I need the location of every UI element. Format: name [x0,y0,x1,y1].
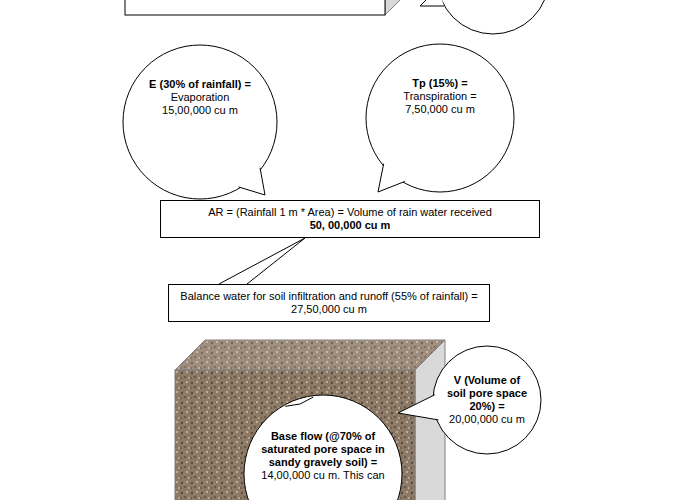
pore-space-bubble: V (Volume of soil pore space 20%) =20,00… [432,345,542,455]
top-bubble [420,0,549,34]
bubble-text: V (Volume of soil pore space 20%) =20,00… [443,374,531,426]
bubble-tail [378,164,405,192]
bubble-tail [239,168,265,195]
rainfall-box: AR = (Rainfall 1 m * Area) = Volume of r… [160,200,540,238]
body-text: 27,50,000 cu m [291,303,367,316]
balance-box: Balance water for soil infiltration and … [168,284,490,322]
transpiration-bubble: Tp (15%) =Transpiration =7,50,000 cu m [365,43,515,193]
heading-text: 50, 00,000 cu m [310,219,391,232]
bubble-circle [244,395,402,500]
bubble-tail [285,397,313,406]
heading-text: Tp (15%) = [381,77,499,90]
bubble-text: E (30% of rainfall) =Evaporation15,00,00… [138,78,262,117]
bubble-outline [122,44,278,200]
heading-text: V (Volume of soil pore space 20%) = [443,374,531,413]
base-flow-bubble: Base flow (@70% of saturated pore space … [243,394,403,500]
body-text: AR = (Rainfall 1 m * Area) = Volume of r… [208,206,492,219]
body-text: Evaporation [138,91,262,104]
bubble-circle [366,44,514,192]
heading-text: E (30% of rainfall) = [138,78,262,91]
bubble-tail [398,395,438,420]
body-text: Transpiration = [381,90,499,103]
body-text: 20,00,000 cu m [443,413,531,426]
bubble-outline [365,43,515,193]
bubble-circle [123,45,277,199]
body-text: 15,00,000 cu m [138,104,262,117]
bubble-text: Base flow (@70% of saturated pore space … [257,430,389,482]
callout-tail [219,238,305,284]
body-text: Balance water for soil infiltration and … [180,290,477,303]
body-text: 14,00,000 cu m. This can [257,469,389,482]
heading-text: Base flow (@70% of saturated pore space … [257,430,389,469]
bubble-text: Tp (15%) =Transpiration =7,50,000 cu m [381,77,499,116]
body-text: 7,50,000 cu m [381,103,499,116]
top-box [125,0,412,15]
bubble-circle [433,346,541,454]
evaporation-bubble: E (30% of rainfall) =Evaporation15,00,00… [122,44,278,200]
